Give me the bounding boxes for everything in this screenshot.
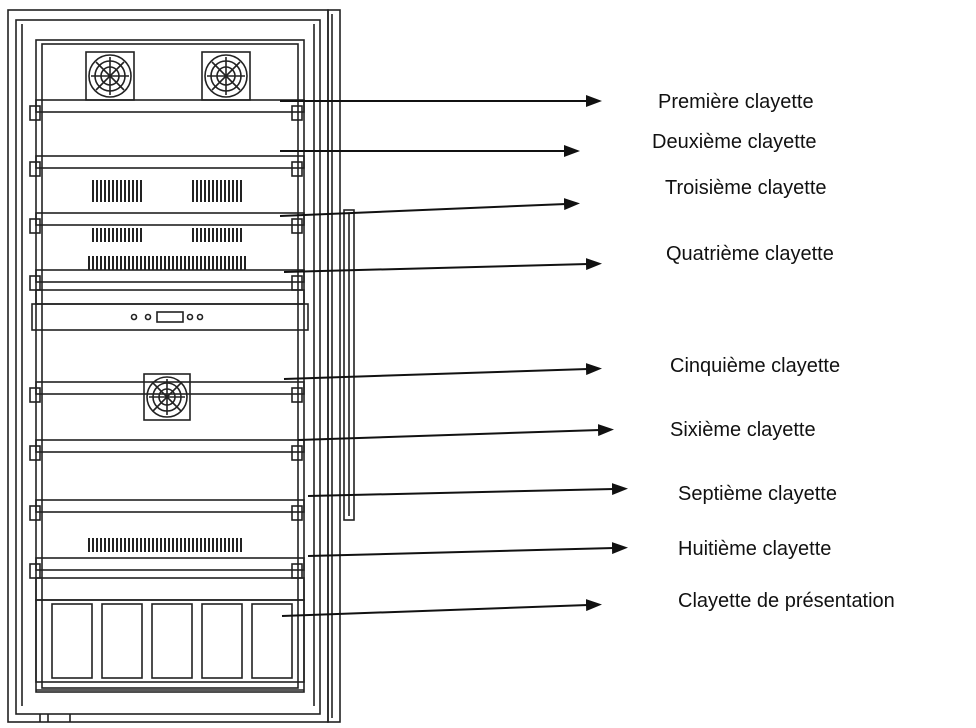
fan-icon xyxy=(143,373,191,421)
vent-grille-icon xyxy=(88,256,248,270)
label-shelf-8: Huitième clayette xyxy=(678,538,831,560)
vent-grille-icon xyxy=(90,180,244,242)
door-frame xyxy=(327,9,341,723)
fan-icon xyxy=(201,51,251,101)
label-shelf-4: Quatrième clayette xyxy=(666,243,834,265)
label-presentation-shelf: Clayette de présentation xyxy=(678,590,895,612)
shelf-8 xyxy=(29,557,305,579)
fan-icon xyxy=(85,51,135,101)
arrow-icon xyxy=(283,258,602,273)
label-shelf-5: Cinquième clayette xyxy=(670,355,840,377)
vent-grille-icon xyxy=(86,538,244,552)
label-shelf-1: Première clayette xyxy=(658,91,814,113)
shelf-7 xyxy=(29,499,305,521)
arrow-icon xyxy=(307,542,628,557)
presentation-shelf xyxy=(35,577,305,691)
shelf-3 xyxy=(29,212,305,234)
label-shelf-2: Deuxième clayette xyxy=(652,131,817,153)
arrow-icon xyxy=(281,599,602,617)
arrow-icon xyxy=(297,424,614,441)
arrow-icon xyxy=(279,198,580,217)
label-shelf-3: Troisième clayette xyxy=(665,177,827,199)
label-shelf-7: Septième clayette xyxy=(678,483,837,505)
shelf-1 xyxy=(29,99,305,121)
label-shelf-6: Sixième clayette xyxy=(670,419,816,441)
door-handle-icon xyxy=(343,209,355,521)
shelf-4 xyxy=(29,269,305,291)
arrow-icon xyxy=(283,363,602,380)
shelf-6 xyxy=(29,439,305,461)
arrow-icon xyxy=(307,483,628,497)
shelf-2 xyxy=(29,155,305,177)
control-panel-icon xyxy=(31,289,309,331)
cabinet-body xyxy=(7,9,329,723)
